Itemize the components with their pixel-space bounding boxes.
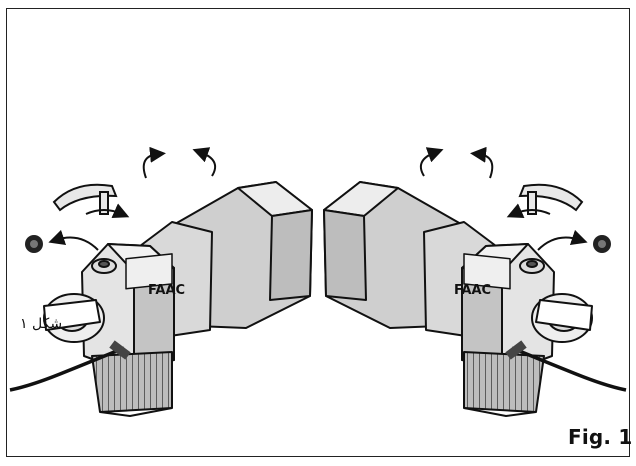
rotate-right-arrow-icon bbox=[420, 147, 444, 177]
release-key-left-icon bbox=[52, 183, 130, 219]
release-key-right-icon bbox=[506, 183, 584, 219]
cap-left-icon bbox=[25, 235, 43, 253]
right-operator bbox=[323, 181, 627, 417]
remove-cap-left-arrow-icon bbox=[48, 229, 99, 251]
brand-logo-right: FAAC bbox=[454, 283, 491, 298]
figure-label: Fig. 1 bbox=[568, 425, 633, 449]
rotate-left-arrow-icon bbox=[470, 146, 494, 179]
remove-cap-right-arrow-icon bbox=[537, 229, 588, 251]
brand-logo-left: FAAC bbox=[148, 283, 185, 298]
rotate-right-arrow-icon bbox=[192, 147, 216, 177]
figure-frame bbox=[6, 8, 630, 457]
rotate-left-arrow-icon bbox=[142, 146, 166, 179]
side-caption: شكل ١ bbox=[20, 316, 63, 332]
cap-right-icon bbox=[593, 235, 611, 253]
left-operator bbox=[9, 181, 313, 417]
